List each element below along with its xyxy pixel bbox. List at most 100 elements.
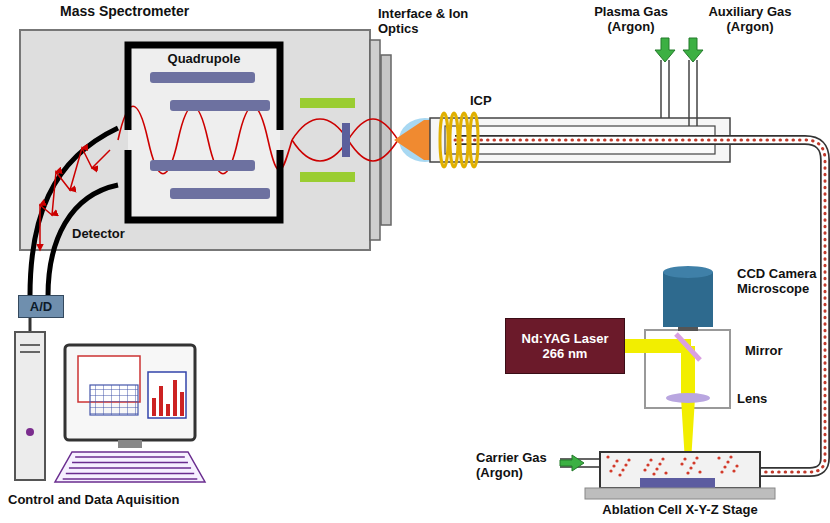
key-row xyxy=(66,473,194,475)
computer-label: Control and Data Aquisition xyxy=(8,492,228,507)
ion-path xyxy=(118,106,292,174)
particle xyxy=(686,471,689,474)
detector-label: Detector xyxy=(72,226,142,241)
bar xyxy=(152,398,156,416)
aerosol-particles xyxy=(455,140,825,472)
keyboard-keys xyxy=(63,457,198,479)
photon-stop xyxy=(342,123,350,157)
coil-turn xyxy=(460,113,468,167)
screen-chart xyxy=(148,372,186,418)
spectrometer-box: Mass SpectrometerQuadrupole xyxy=(20,30,370,250)
particle xyxy=(680,462,683,465)
particle xyxy=(698,470,701,473)
particle xyxy=(732,469,735,472)
particle xyxy=(689,466,692,469)
icp-label: ICP xyxy=(470,93,510,108)
particle xyxy=(615,459,618,462)
node-label: Mass Spectrometer xyxy=(60,4,189,19)
particle xyxy=(717,456,720,459)
particle xyxy=(621,468,624,471)
coil-turn xyxy=(440,113,448,167)
carrier-gas-label: Carrier Gas (Argon) xyxy=(476,450,558,480)
computer-tower xyxy=(15,332,45,480)
quadrupole-rod xyxy=(170,188,270,199)
bar xyxy=(166,404,170,416)
rf-coil xyxy=(440,113,478,167)
ion-lens xyxy=(300,98,355,108)
screen-table xyxy=(90,385,138,415)
ion-lens xyxy=(300,172,355,182)
auxiliary-gas-inlet xyxy=(689,60,697,126)
particle xyxy=(643,468,646,471)
particle xyxy=(658,462,661,465)
gas-label: Auxiliary Gas (Argon) xyxy=(700,4,800,34)
transfer-tube xyxy=(455,140,825,472)
key-row xyxy=(69,467,191,469)
particle xyxy=(735,464,738,467)
quadrupole-chamber xyxy=(128,45,280,220)
monitor-stand xyxy=(118,440,142,448)
node-label: Quadrupole xyxy=(128,51,280,66)
ablated-particles xyxy=(606,455,738,476)
particle xyxy=(726,460,729,463)
bar xyxy=(180,392,184,416)
gas-arrow xyxy=(560,455,584,471)
cable xyxy=(29,317,32,332)
coil-turn xyxy=(470,113,478,167)
laser-box: Nd:YAG Laser 266 nm xyxy=(505,318,625,374)
particle xyxy=(661,457,664,460)
particle xyxy=(618,473,621,476)
coil-turn xyxy=(450,113,458,167)
converter-box: A/D xyxy=(18,295,64,318)
key-row xyxy=(72,462,188,464)
quadrupole-rod xyxy=(170,100,270,111)
laser-beam xyxy=(681,346,695,462)
quadrupole-frame xyxy=(128,45,280,220)
ion-path xyxy=(292,119,398,161)
interface-plate xyxy=(381,55,391,225)
particle xyxy=(692,461,695,464)
spectrometer-housing xyxy=(20,30,370,250)
transfer-tube xyxy=(455,140,825,472)
ablation-cell xyxy=(600,452,760,488)
particle xyxy=(664,471,667,474)
node-label: A/D xyxy=(30,299,52,314)
drive-bay xyxy=(20,344,40,346)
particle xyxy=(606,455,609,458)
keyboard xyxy=(55,452,205,482)
quadrupole-box: Quadrupole xyxy=(128,45,280,220)
particle xyxy=(624,463,627,466)
bar xyxy=(159,386,163,416)
sampler-cone xyxy=(394,120,432,160)
key-row xyxy=(75,456,185,458)
lens xyxy=(666,393,710,403)
particle xyxy=(720,470,723,473)
monitor xyxy=(65,345,195,440)
interface-plate xyxy=(370,40,380,240)
sample xyxy=(640,478,715,488)
particle xyxy=(652,472,655,475)
stage-label: Ablation Cell X-Y-Z Stage xyxy=(575,502,785,517)
particle xyxy=(655,467,658,470)
interface-label: Interface & Ion Optics xyxy=(378,6,473,36)
particle xyxy=(649,458,652,461)
gas-arrow xyxy=(655,38,675,62)
chart-bars xyxy=(152,380,184,416)
quadrupole-rod xyxy=(150,72,255,83)
bar xyxy=(173,380,177,416)
particle xyxy=(609,469,612,472)
camera-mount xyxy=(678,327,698,331)
gas-label: Plasma Gas (Argon) xyxy=(590,4,672,34)
gas-arrow xyxy=(683,38,703,62)
plasma-gas-inlet xyxy=(661,60,669,118)
node-label: Nd:YAG Laser 266 nm xyxy=(511,331,619,361)
particle xyxy=(723,465,726,468)
particle xyxy=(729,455,732,458)
ion-path xyxy=(292,119,398,161)
mirror xyxy=(676,334,700,360)
particle xyxy=(695,456,698,459)
lens-label: Lens xyxy=(737,391,787,406)
ccd-camera xyxy=(663,266,713,278)
